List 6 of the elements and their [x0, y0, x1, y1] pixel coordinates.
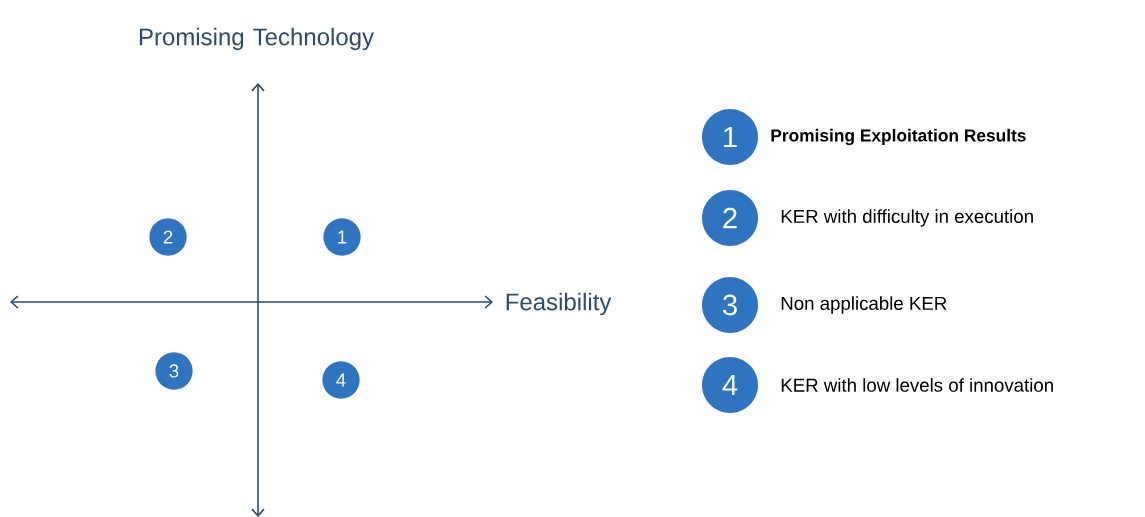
axis-label: Feasibility — [506, 292, 612, 316]
item-text: Promising Exploitation Results — [771, 128, 1026, 146]
item-text: KER with low levels of innovation — [781, 378, 1053, 392]
item-text: Non applicable KER — [781, 296, 947, 314]
axis-label: Promising Technology — [139, 27, 374, 51]
item-text: KER with difficulty in execution — [781, 209, 1033, 227]
